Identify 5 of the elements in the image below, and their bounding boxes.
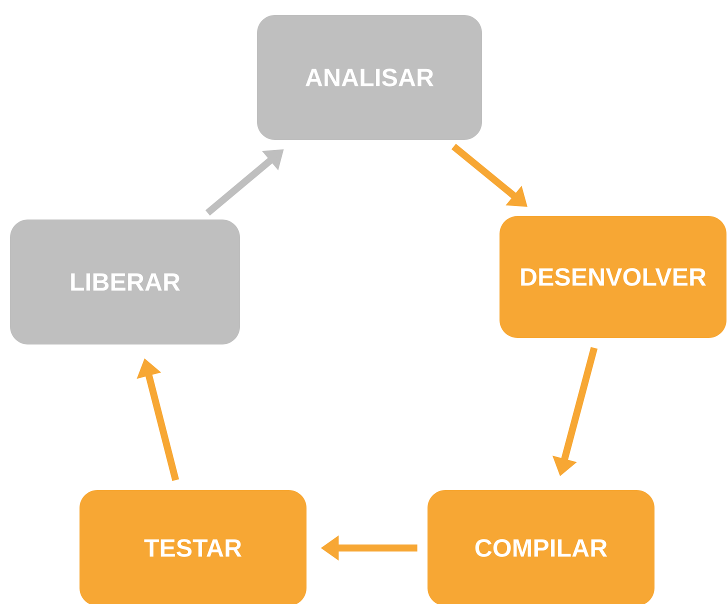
process-box: TESTAR xyxy=(80,490,306,604)
process-box: LIBERAR xyxy=(10,219,240,344)
process-box: COMPILAR xyxy=(428,490,654,604)
process-box: DESENVOLVER xyxy=(500,216,726,338)
process-box: ANALISAR xyxy=(257,15,482,140)
